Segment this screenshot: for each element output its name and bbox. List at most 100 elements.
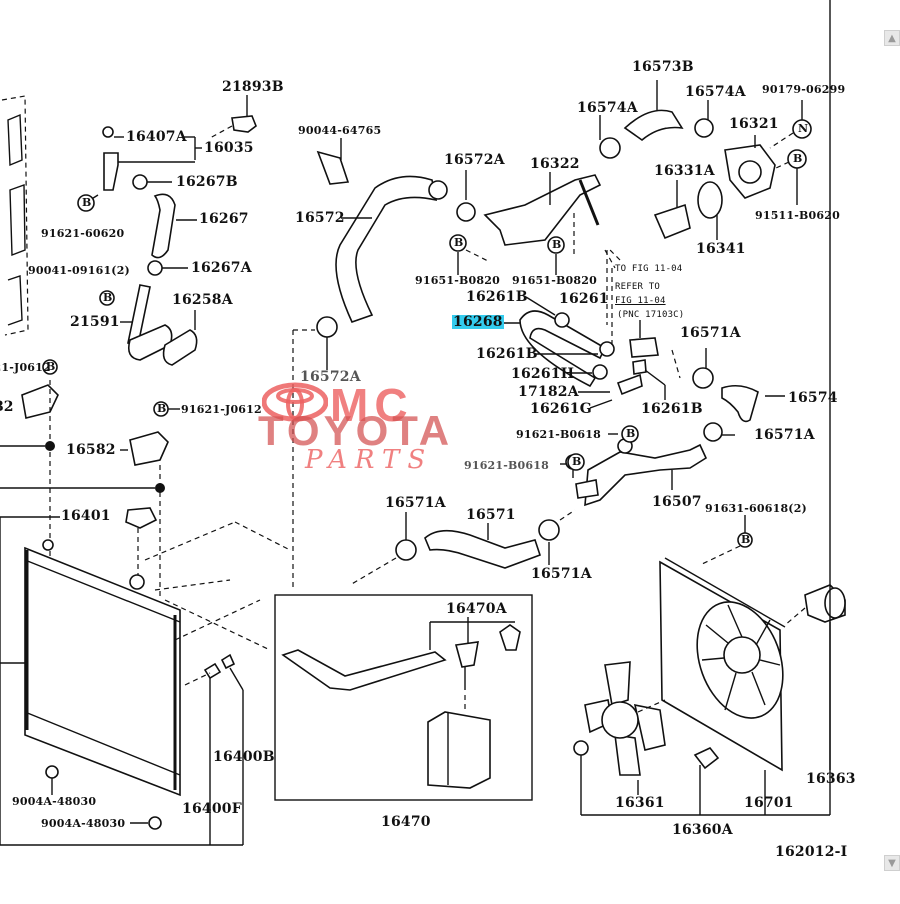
part-label-16341[interactable]: 16341 <box>696 241 746 257</box>
hose-16573B <box>599 80 714 159</box>
part-label-16322[interactable]: 16322 <box>530 156 580 172</box>
part-label-16267A[interactable]: 16267A <box>191 260 252 276</box>
bolt-marker-b: B <box>82 196 92 209</box>
part-label-90041-09161[interactable]: 90041-09161(2) <box>28 264 130 277</box>
part-label-16400B[interactable]: 16400B <box>213 749 275 765</box>
part-label-16574A-right[interactable]: 16574A <box>685 84 746 100</box>
bolt-marker-b: B <box>454 236 464 249</box>
part-label-91511-B0620[interactable]: 91511-B0620 <box>755 209 840 222</box>
part-label-91621-B0618-a[interactable]: 91621-B0618 <box>516 428 601 441</box>
gasket-16258A <box>162 310 198 366</box>
part-label-16582-left[interactable]: 16582 <box>0 399 14 415</box>
bolt-marker-b: B <box>741 533 751 546</box>
part-label-16261B-b[interactable]: 16261B <box>476 346 538 362</box>
figure-code: 162012-I <box>775 844 848 860</box>
hose-16572 <box>292 138 448 590</box>
part-label-90179-06299[interactable]: 90179-06299 <box>762 83 846 96</box>
fan-motor-16363 <box>784 0 846 815</box>
part-label-16261B-a[interactable]: 16261B <box>466 289 528 305</box>
bolt-marker-b: B <box>626 427 636 440</box>
pipe-16322 <box>449 172 602 275</box>
part-label-16361[interactable]: 16361 <box>615 795 665 811</box>
note-refer-line1: REFER TO <box>615 282 660 292</box>
part-label-91621-J0612-right[interactable]: 91621-J0612 <box>181 403 262 416</box>
part-label-16267B[interactable]: 16267B <box>176 174 238 190</box>
part-label-16573B[interactable]: 16573B <box>632 59 694 75</box>
part-label-16571A-l[interactable]: 16571A <box>385 495 446 511</box>
pipe-21591 <box>99 284 173 361</box>
part-label-21591[interactable]: 21591 <box>70 314 120 330</box>
bolt-marker-b: B <box>793 152 803 165</box>
part-label-16572A-top[interactable]: 16572A <box>444 152 505 168</box>
part-label-21893B[interactable]: 21893B <box>222 79 284 95</box>
part-label-16261G[interactable]: 16261G <box>530 401 592 417</box>
triangle-up-icon: ▲ <box>888 32 896 44</box>
bracket-16035 <box>117 136 202 163</box>
reservoir-box-16470 <box>274 594 533 801</box>
bolt-markers <box>567 425 639 471</box>
part-label-9004A-48030-a[interactable]: 9004A-48030 <box>12 795 97 808</box>
part-label-91621-60620[interactable]: 91621-60620 <box>41 227 125 240</box>
scroll-up-button[interactable]: ▲ <box>884 30 900 46</box>
part-label-16407A[interactable]: 16407A <box>126 129 187 145</box>
shroud-spokes <box>701 604 781 711</box>
bolt-marker-b: B <box>157 402 167 415</box>
thermostat-16331A <box>653 180 723 240</box>
part-label-16571A-r2[interactable]: 16571A <box>754 427 815 443</box>
clamp-16572A <box>456 170 476 222</box>
part-label-9004A-48030-b[interactable]: 9004A-48030 <box>41 817 126 830</box>
part-label-16582[interactable]: 16582 <box>66 442 116 458</box>
part-label-16470[interactable]: 16470 <box>381 814 431 830</box>
scroll-down-button[interactable]: ▼ <box>884 855 900 871</box>
part-label-16321[interactable]: 16321 <box>729 116 779 132</box>
part-label-16267[interactable]: 16267 <box>199 211 249 227</box>
triangle-down-icon: ▼ <box>888 857 896 869</box>
part-label-17182A[interactable]: 17182A <box>518 384 579 400</box>
sensor-21893B <box>209 95 257 139</box>
note-refer-line3: (PNC 17103C) <box>617 310 685 320</box>
part-label-16360A[interactable]: 16360A <box>672 822 733 838</box>
part-label-90044-64765[interactable]: 90044-64765 <box>298 124 382 137</box>
bolt-16360A <box>581 747 830 816</box>
note-refer-link[interactable]: FIG 11-04 <box>615 296 666 306</box>
part-label-16572A-bottom[interactable]: 16572A <box>300 369 361 385</box>
bolt-marker-b: B <box>103 291 113 304</box>
bolt-marker-n: N <box>798 122 809 135</box>
radiator-16400 <box>0 517 291 846</box>
part-label-16268-highlighted[interactable]: 16268 <box>452 314 504 330</box>
part-label-16401[interactable]: 16401 <box>61 508 111 524</box>
part-label-91631-60618[interactable]: 91631-60618(2) <box>705 502 807 515</box>
part-label-91621-J0612-left[interactable]: 91621-J0612 <box>0 361 51 374</box>
bolt-marker-b: B <box>552 238 562 251</box>
part-label-16572[interactable]: 16572 <box>295 210 345 226</box>
bypass-hose-16268 <box>502 250 681 409</box>
part-label-16258A[interactable]: 16258A <box>172 292 233 308</box>
hose-16571 <box>349 509 576 586</box>
part-label-16331A[interactable]: 16331A <box>654 163 715 179</box>
bolt-marker-b: B <box>46 360 56 373</box>
part-label-91651-B0820-b[interactable]: 91651-B0820 <box>512 274 597 287</box>
engine-block-drawing <box>1 95 29 336</box>
bolt-marker-b: B <box>572 455 582 468</box>
part-label-91651-B0820-a[interactable]: 91651-B0820 <box>415 274 500 287</box>
part-label-16261B-c[interactable]: 16261B <box>641 401 703 417</box>
part-label-16574[interactable]: 16574 <box>788 390 838 406</box>
housing-16321 <box>724 100 812 205</box>
part-label-16574A-left[interactable]: 16574A <box>577 100 638 116</box>
part-label-16701[interactable]: 16701 <box>744 795 794 811</box>
part-label-16571A-r1[interactable]: 16571A <box>680 325 741 341</box>
part-label-16261[interactable]: 16261 <box>559 291 609 307</box>
part-label-16571[interactable]: 16571 <box>466 507 516 523</box>
part-label-16035[interactable]: 16035 <box>204 140 254 156</box>
part-label-16261H[interactable]: 16261H <box>511 366 575 382</box>
clips-16582 <box>0 359 180 600</box>
part-label-16470A[interactable]: 16470A <box>446 601 507 617</box>
part-label-16400F[interactable]: 16400F <box>182 801 242 817</box>
part-label-91621-B0618-b[interactable]: 91621-B0618 <box>464 459 549 472</box>
hose-16574 <box>692 348 785 442</box>
part-label-16507[interactable]: 16507 <box>652 494 702 510</box>
part-label-16571A-m[interactable]: 16571A <box>531 566 592 582</box>
fan-shroud-16701 <box>659 515 786 815</box>
part-label-16363[interactable]: 16363 <box>806 771 856 787</box>
